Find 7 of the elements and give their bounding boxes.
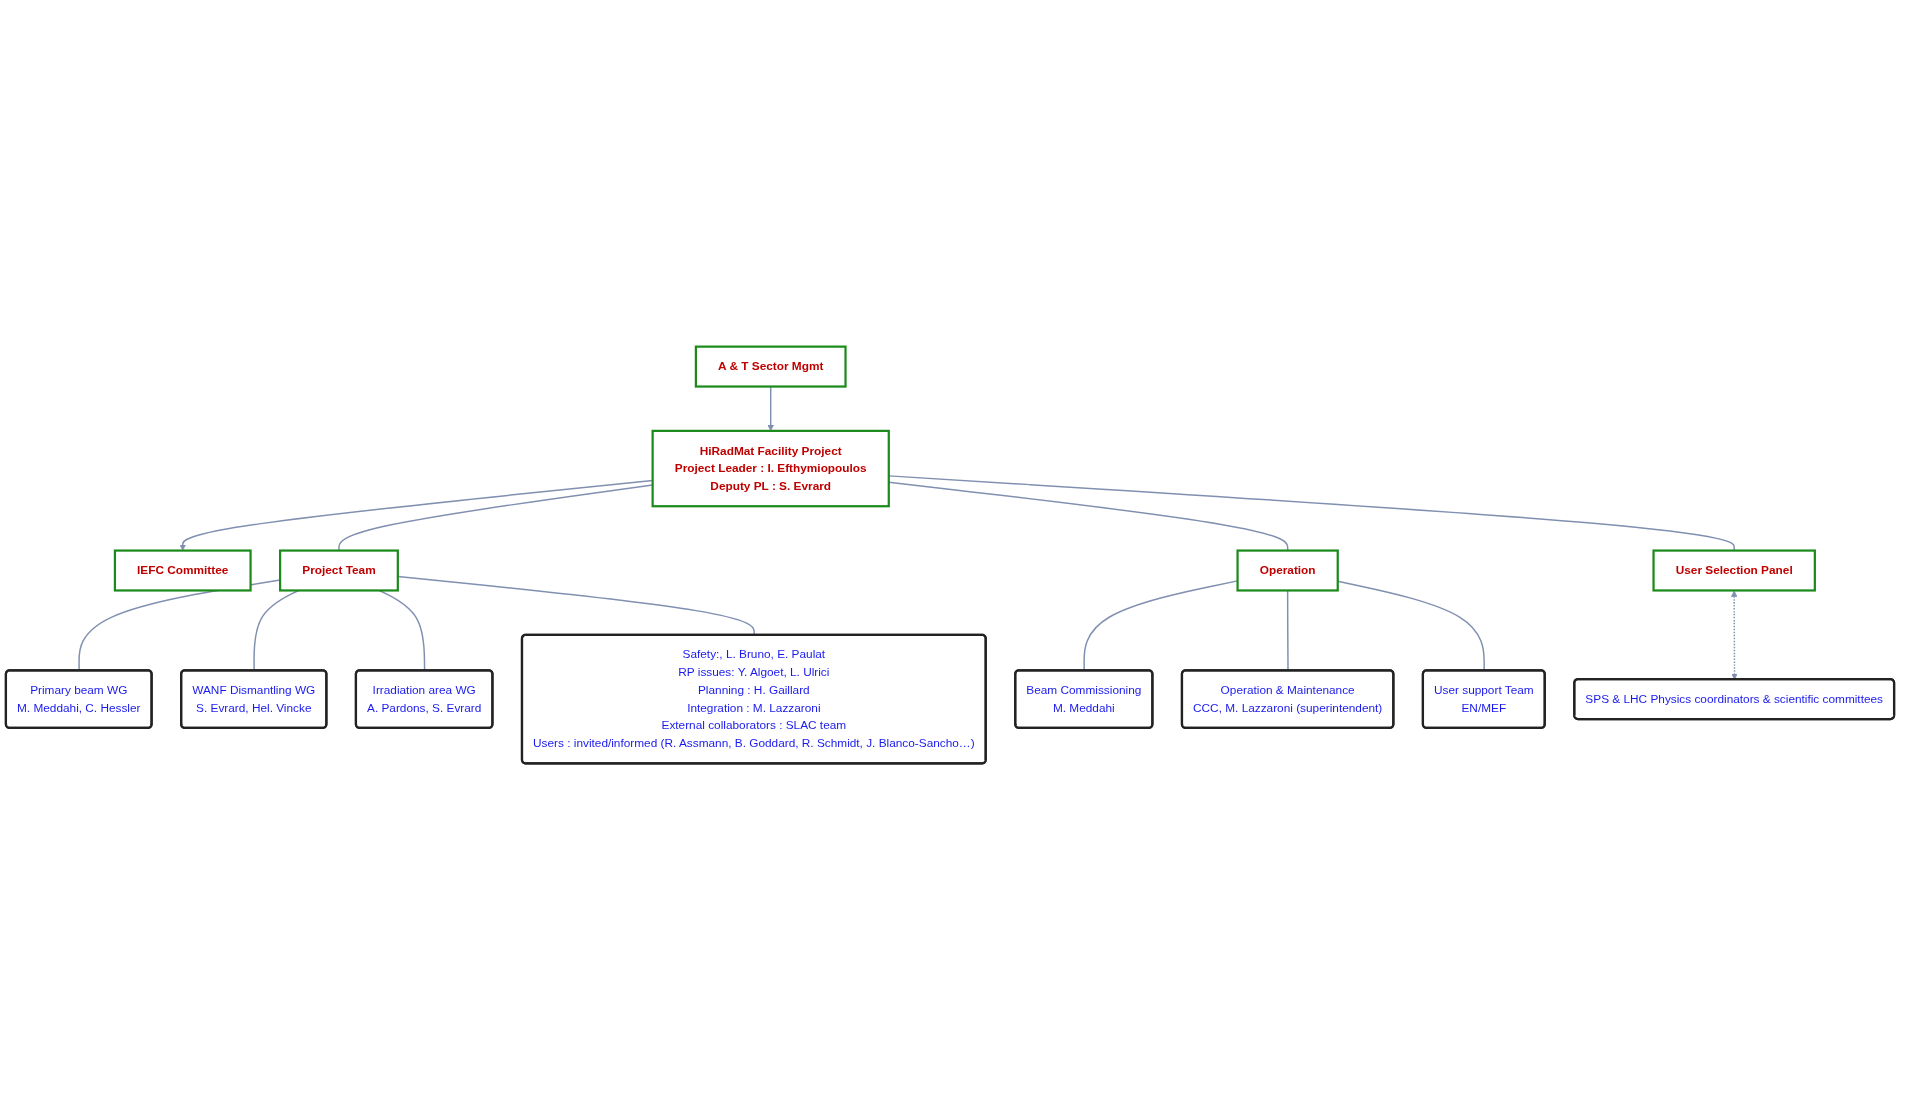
node-box: User Selection Panel [1652,549,1816,592]
node-box: Project Team [279,549,399,592]
node-box: HiRadMat Facility Project Project Leader : I. Efthymiopoulos Deputy PL : S. Evrard [651,429,890,508]
arrow [1730,590,1738,680]
node-box: IEFC Committee [113,549,252,592]
node-box: A & T Sector Mgmt [694,345,847,388]
node-box: Operation [1236,549,1339,592]
